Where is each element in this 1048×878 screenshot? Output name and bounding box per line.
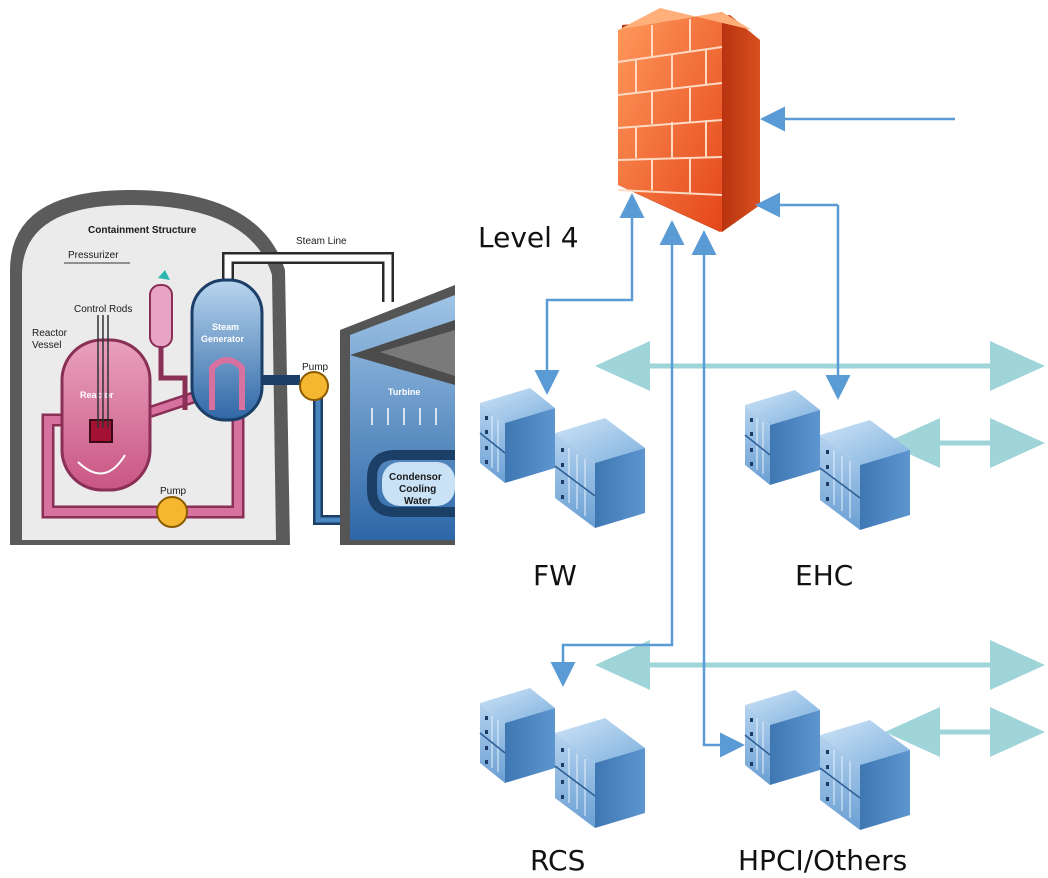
network-links [534, 106, 955, 758]
node-label-fw: FW [533, 559, 577, 592]
condensor-label-1: Condensor [389, 472, 442, 483]
reactor-vessel-label-1: Reactor [32, 328, 68, 339]
server-hpci [744, 689, 911, 831]
pump-bottom [156, 496, 188, 528]
condensor [382, 462, 455, 506]
containment-label: Containment Structure [88, 225, 197, 236]
steam-generator-label-1: Steam [212, 322, 239, 332]
reactor-core [89, 419, 113, 443]
steam-line-label: Steam Line [296, 236, 347, 247]
reactor-vessel-label-2: Vessel [32, 340, 61, 351]
node-label-hpci: HPCI/Others [738, 844, 907, 877]
node-label-ehc: EHC [795, 559, 853, 592]
turbine-label: Turbine [388, 387, 420, 397]
pump-bottom-label: Pump [160, 486, 187, 497]
node-label-rcs: RCS [530, 844, 585, 877]
reactor-vessel [60, 338, 152, 492]
pressurizer [149, 284, 173, 348]
condensor-label-3: Water [404, 496, 432, 507]
pump-top-label: Pump [302, 362, 329, 373]
server-rcs [479, 687, 646, 829]
steam-generator [190, 278, 264, 422]
level-label: Level 4 [478, 221, 579, 254]
plant-schematic: Containment Structure Pressurizer Contro… [10, 190, 455, 545]
pressurizer-label: Pressurizer [68, 250, 119, 261]
server-ehc [744, 389, 911, 531]
steam-generator-label-2: Generator [201, 334, 245, 344]
firewall-icon [617, 8, 760, 232]
control-rods-label: Control Rods [74, 304, 132, 315]
condensor-label-2: Cooling [399, 484, 436, 495]
pump-top [299, 371, 329, 401]
server-fw [479, 387, 646, 529]
reactor-label: Reactor [80, 390, 114, 400]
